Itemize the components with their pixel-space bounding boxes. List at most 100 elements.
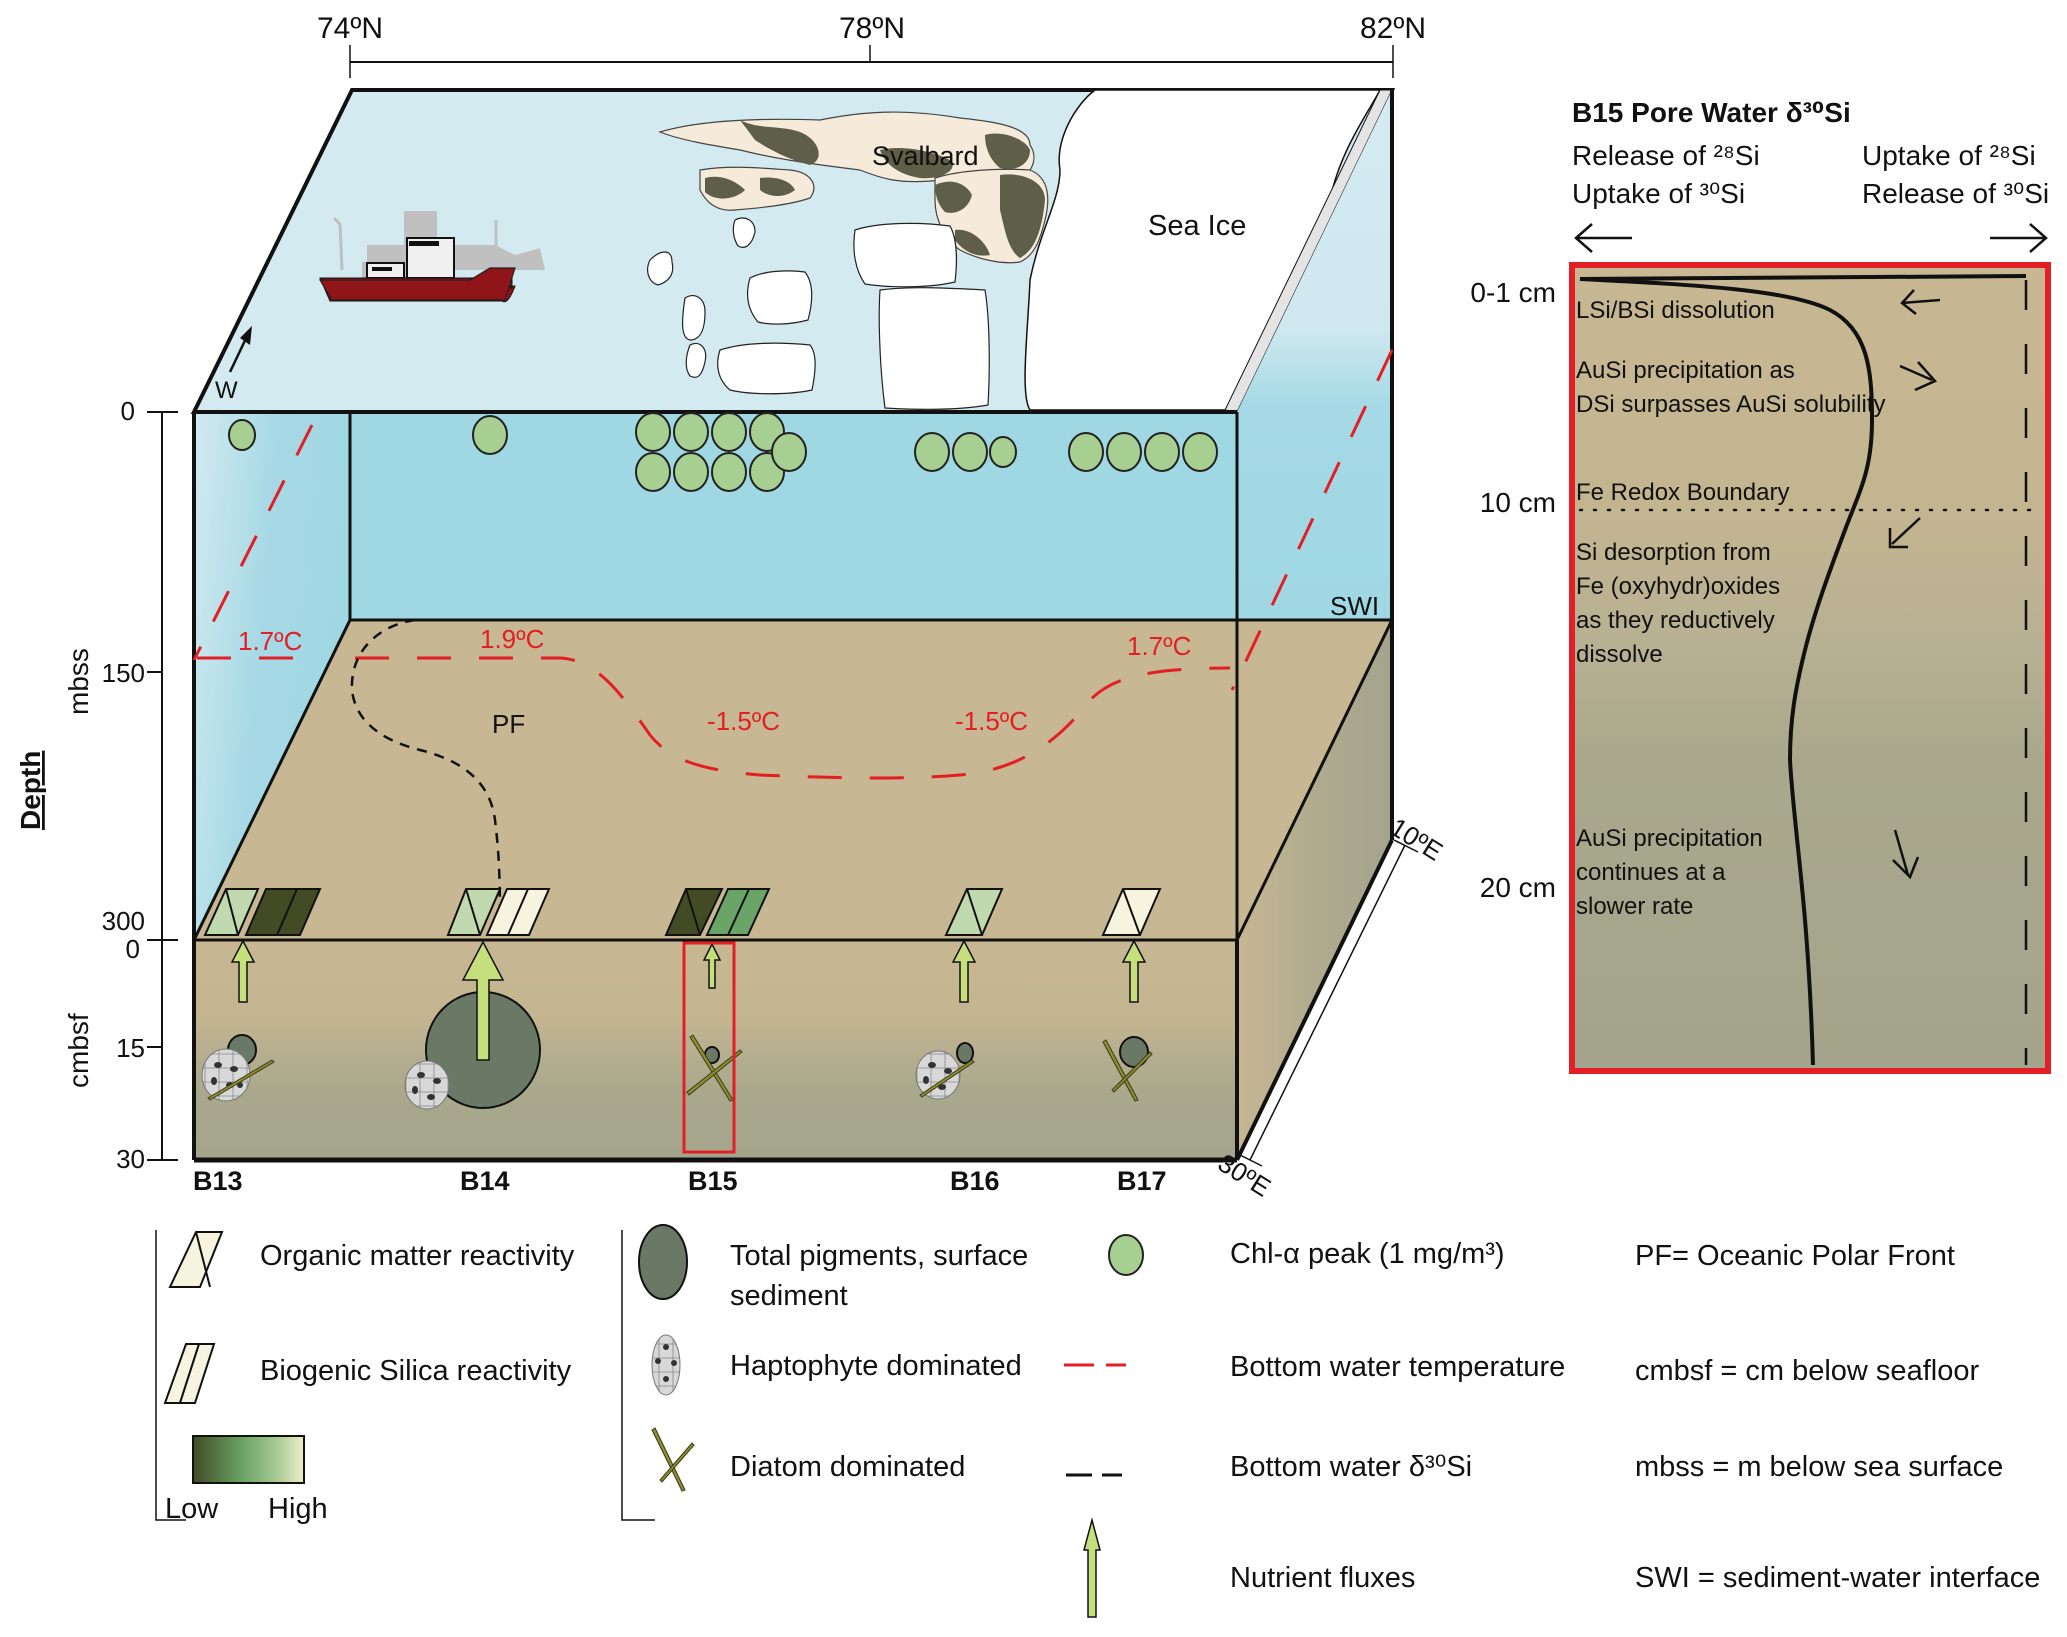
pore-depth-0-1cm: 0-1 cm [1470,277,1556,308]
right-sediment-face [1237,620,1392,1160]
haptophyte-b13 [201,1048,251,1102]
station-b15: B15 [688,1166,738,1196]
temp-label-left: 1.7ºC [238,626,302,656]
station-labels: B13 B14 B15 B16 B17 [193,1166,1167,1196]
legend-haptophyte-label: Haptophyte dominated [730,1350,1022,1382]
legend-diatom-label: Diatom dominated [730,1451,965,1483]
legend-chl-icon [1108,1234,1144,1276]
b13-reactivity [203,888,322,936]
pore-profile-box [1569,262,2051,1074]
annotation-slow-line2: continues at a [1576,859,1726,886]
nutrient-arrow-b14 [461,940,505,1061]
abbr-cmbsf: cmbsf = cm below seafloor [1635,1355,1979,1387]
diatom-b17 [1102,1039,1153,1102]
legend-diatom-icon [651,1427,695,1492]
svalbard-islands: Svalbard [658,111,1049,264]
depth-tick-30cm: 30 [116,1144,145,1174]
chl-peaks-b17 [1068,432,1218,472]
arrow-left-small-icon [1900,289,1941,315]
chl-peaks [228,412,1218,492]
annotation-precip-line1: AuSi precipitation as [1576,357,1795,384]
pore-water-panel: B15 Pore Water δ³⁰Si Release of ²⁸Si Upt… [1470,97,2051,1074]
bottom-temperature-lines [192,349,1394,780]
temp-label-cold-2: -1.5ºC [955,706,1028,736]
diatom-b16 [919,1059,975,1098]
pore-si-profile [1579,274,2027,1066]
nutrient-flux-arrows [230,939,1147,1061]
diatom-icons [207,1034,1153,1102]
legend-pigments-icon [638,1224,688,1300]
depth-tick-0cm: 0 [126,934,140,964]
left-header-line-1: Release of ²⁸Si [1572,140,1760,171]
reactivity-scale-bar [192,1435,305,1484]
annotation-desorption-line4: dissolve [1576,641,1663,668]
right-header-line-2: Release of ³⁰Si [1862,178,2049,209]
svalbard-label: Svalbard [872,141,979,171]
haptophyte-b16 [915,1050,961,1100]
right-header-line-1: Uptake of ²⁸Si [1862,140,2036,171]
sea-ice-label: Sea Ice [1148,210,1246,242]
annotation-redox: Fe Redox Boundary [1576,479,1789,506]
process-arrows [1888,289,1941,880]
arrow-right-small-icon [1899,361,1938,392]
station-b13: B13 [193,1166,243,1196]
legend-scale-high: High [268,1493,328,1525]
b15-reactivity [664,888,771,936]
nutrient-arrow-b17 [1121,939,1147,1003]
lat-tick-82: 82ºN [1360,12,1426,45]
legend-si-label: Bottom water δ³⁰Si [1230,1451,1472,1483]
legend-chl-label: Chl-α peak (1 mg/m³) [1230,1238,1505,1270]
compass-label: W [215,377,238,404]
diatom-b13 [207,1059,275,1101]
station-b17: B17 [1117,1166,1167,1196]
pore-panel-title: B15 Pore Water δ³⁰Si [1572,97,1851,128]
depth-tick-0m: 0 [121,396,135,426]
arrow-right-icon [1990,223,2048,253]
polar-front-line [350,618,502,941]
cmbsf-label: cmbsf [63,1013,94,1088]
pore-depth-10cm: 10 cm [1480,487,1556,518]
depth-tick-150m: 150 [102,658,145,688]
annotation-slow-line1: AuSi precipitation [1576,825,1763,852]
legend-nutrient-arrow-icon [1083,1517,1101,1618]
pf-label: PF [492,709,525,739]
box-edges [192,90,1394,1163]
lat-tick-78: 78ºN [839,12,905,45]
sea-surface-face: Svalbard [190,88,1396,414]
legend-pigments-line2: sediment [730,1280,848,1312]
front-water-face [194,412,1237,620]
temp-label-right: 1.7ºC [1127,631,1191,661]
lon-tick-10e: 10ºE [1385,812,1448,867]
reactivity-markers [203,888,1162,936]
b16-reactivity [944,888,1004,936]
b14-reactivity [446,888,551,936]
legend-om-label: Organic matter reactivity [260,1240,575,1272]
legend-haptophyte-icon [651,1334,681,1396]
swi-label: SWI [1330,591,1379,621]
legend-nutrient-label: Nutrient fluxes [1230,1562,1415,1594]
research-ship-icon [318,211,545,303]
nutrient-arrow-b13 [230,939,256,1003]
pore-annotations: LSi/BSi dissolution AuSi precipitation a… [1576,297,1885,920]
temp-label-cold-1: -1.5ºC [707,706,780,736]
annotation-slow-line3: slower rate [1576,893,1693,920]
abbr-swi: SWI = sediment-water interface [1635,1562,2040,1594]
seafloor-plane [194,620,1392,940]
abbr-mbss: mbss = m below sea surface [1635,1451,2003,1483]
station-b16: B16 [950,1166,1000,1196]
depth-title: Depth [15,751,46,830]
latitude-axis: 74ºN 78ºN 82ºN [317,12,1426,78]
pore-depth-20cm: 20 cm [1480,872,1556,903]
chl-peaks-b15 [635,412,807,492]
annotation-desorption-line3: as they reductively [1576,607,1775,634]
arrow-down-left-icon [1888,517,1921,549]
compass-arrow-icon: W [215,326,252,404]
annotation-dissolution: LSi/BSi dissolution [1576,297,1775,324]
legend-scale-low: Low [165,1493,219,1525]
legend-temp-label: Bottom water temperature [1230,1351,1565,1383]
left-water-face [194,412,350,940]
chl-peaks-b16 [914,432,1017,472]
chl-peak-b14 [472,415,508,455]
lat-tick-74: 74ºN [317,12,383,45]
